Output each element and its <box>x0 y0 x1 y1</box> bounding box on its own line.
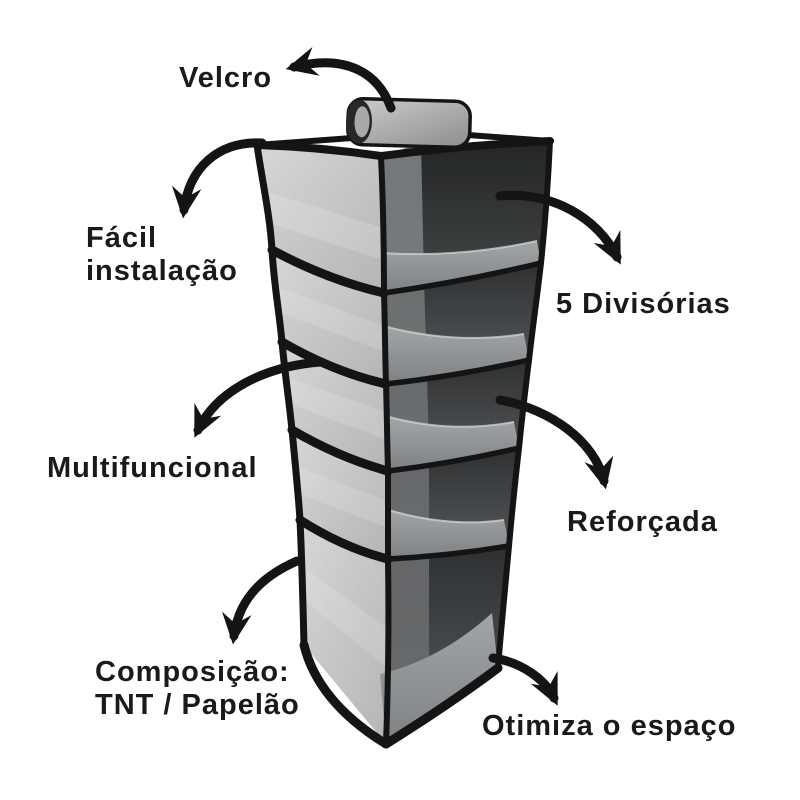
left-edge-trim <box>253 141 308 649</box>
velcro-label: Velcro <box>179 62 273 94</box>
shelf-highlight <box>384 415 515 428</box>
shelf-4-surface <box>385 509 509 559</box>
shelf-1-surface <box>381 241 541 293</box>
reforcada-label: Reforçada <box>567 506 718 538</box>
shelf-highlight <box>382 325 525 339</box>
divisorias-label: 5 Divisórias <box>556 288 731 320</box>
divider-trim-1 <box>267 245 389 298</box>
facil-instalacao-line2: instalação <box>86 255 238 287</box>
arrow-otimiza <box>488 653 559 706</box>
top-back-trim <box>254 135 355 148</box>
composicao-label: Composição: TNT / Papelão <box>95 656 300 722</box>
top-right-back-trim <box>465 132 553 144</box>
facil-instalacao-label: Fácil instalação <box>86 222 238 288</box>
arrow-5-divisorias <box>495 190 622 265</box>
multifuncional-label: Multifuncional <box>47 452 258 484</box>
divider-trim-4 <box>295 515 393 564</box>
bottom-floor-surface <box>380 613 498 744</box>
arrow-facil-instalacao <box>171 138 267 219</box>
shelf-3-front-edge <box>385 445 522 474</box>
organizer-panel-5 <box>300 520 388 744</box>
composicao-line1: Composição: <box>95 656 290 688</box>
shelf-3-surface <box>385 416 519 471</box>
panel-sheen <box>262 190 383 260</box>
divider-trim-3 <box>287 425 393 476</box>
otimiza-label: Otimiza o espaço <box>482 710 737 742</box>
panel-sheen <box>285 376 387 440</box>
divider-trim-2 <box>277 337 391 389</box>
panel-sheen <box>302 566 387 668</box>
bottom-left-trim <box>299 640 391 749</box>
shelf-4-front-edge <box>385 543 512 562</box>
velcro-strap-curl-inner <box>354 106 370 138</box>
arrow-velcro <box>285 47 396 113</box>
shelf-highlight <box>384 508 505 524</box>
composicao-line2: TNT / Papelão <box>95 689 300 721</box>
shelf-1-front-edge <box>381 260 544 296</box>
shelf-2-surface <box>383 326 529 384</box>
panel-sheen <box>295 466 388 528</box>
bottom-right-trim <box>381 663 503 749</box>
facil-instalacao-line1: Fácil <box>86 222 158 254</box>
arrow-composicao <box>222 556 302 645</box>
shelf-highlight <box>380 240 538 256</box>
shelf-2-front-edge <box>383 357 532 387</box>
panel-sheen <box>275 286 385 352</box>
organizer-body <box>253 97 554 749</box>
arrow-reforcada <box>495 395 614 490</box>
velcro-strap-roll <box>346 97 472 149</box>
front-edge-trim <box>378 153 392 747</box>
arrow-multifuncional <box>193 357 326 438</box>
